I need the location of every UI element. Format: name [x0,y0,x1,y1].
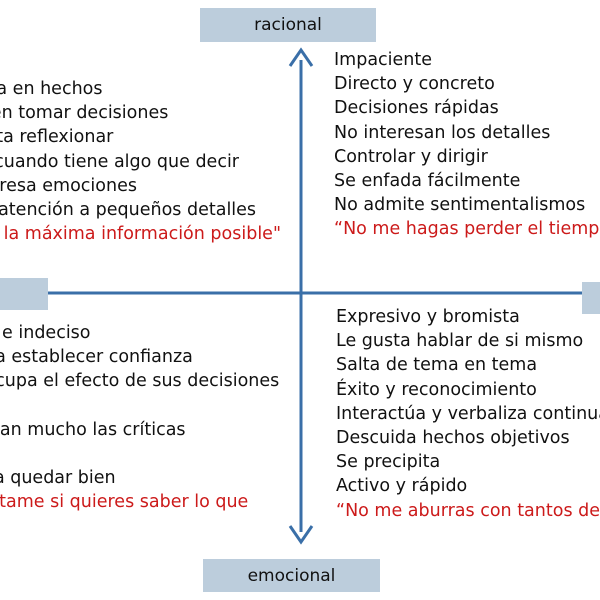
axis-label-right [582,282,600,314]
quadrant-item: Directo y concreto [334,74,495,95]
quadrant-item: No expresa emociones [0,175,137,196]
quadrant-quote: "Dame la máxima información posible" [0,224,282,245]
quadrant-item: Necesita reflexionar [0,127,114,148]
quadrant-item: Amable e indeciso [0,323,91,343]
quadrant-item: Se basa en hechos [0,79,103,99]
axis-label-bottom-text: emocional [247,565,336,586]
quadrant-item: Tarda en tomar decisiones [0,103,169,124]
quadrant-item: No interesan los detalles [334,122,551,143]
quadrant-quote: “No me hagas perder el tiempo” [334,219,600,240]
quadrant-item: Necesita establecer confianza [0,347,193,368]
quadrant-item: Interactúa y verbaliza continuamente [336,403,600,424]
quadrant-bottom-left: Amable e indeciso Necesita establecer co… [0,321,279,515]
quadrant-item: Impaciente [334,50,433,70]
axis-label-top-text: racional [254,15,322,35]
quadrant-bottom-right: Expresivo y bromista Le gusta hablar de … [336,305,600,523]
quadrant-quote: “No me aburras con tantos detalles” [336,500,600,521]
quadrant-top-left: Se basa en hechos Tarda en tomar decisio… [0,77,281,246]
quadrant-item: Le afectan mucho las críticas [0,419,186,440]
quadrant-item: Habla cuando tiene algo que decir [0,151,240,172]
quadrant-item [0,442,279,466]
quadrant-item: Le gusta hablar de si mismo [336,331,584,352]
quadrant-item: Se precipita [336,452,441,473]
quadrant-item: Salta de tema en tema [336,355,538,376]
quadrant-item: Controlar y dirigir [334,146,488,167]
quadrant-item: Éxito y reconocimiento [336,379,537,400]
quadrant-item: Se enfada fácilmente [334,171,521,192]
arrow-up-icon [288,47,314,67]
quadrant-item: Le gusta quedar bien [0,468,116,489]
quadrant-item: Activo y rápido [336,476,468,497]
quadrant-quote: "Pregúntame si quieres saber lo que [0,492,249,513]
quadrant-top-right: Impaciente Directo y concreto Decisiones… [334,48,600,242]
axis-label-left [0,278,48,310]
axis-label-emocional: emocional [203,559,380,592]
quadrant-item: Descuida hechos objetivos [336,428,570,449]
quadrant-item: Decisiones rápidas [334,98,499,119]
quadrant-item [0,394,279,418]
arrow-down-icon [288,525,314,545]
axis-label-racional: racional [200,8,376,42]
quadrant-item: Le preocupa el efecto de sus decisiones [0,371,280,392]
quadrant-item: No admite sentimentalismos [334,195,586,216]
quadrant-item: Expresivo y bromista [336,307,520,327]
quadrant-item: Presta atención a pequeños detalles [0,200,257,221]
